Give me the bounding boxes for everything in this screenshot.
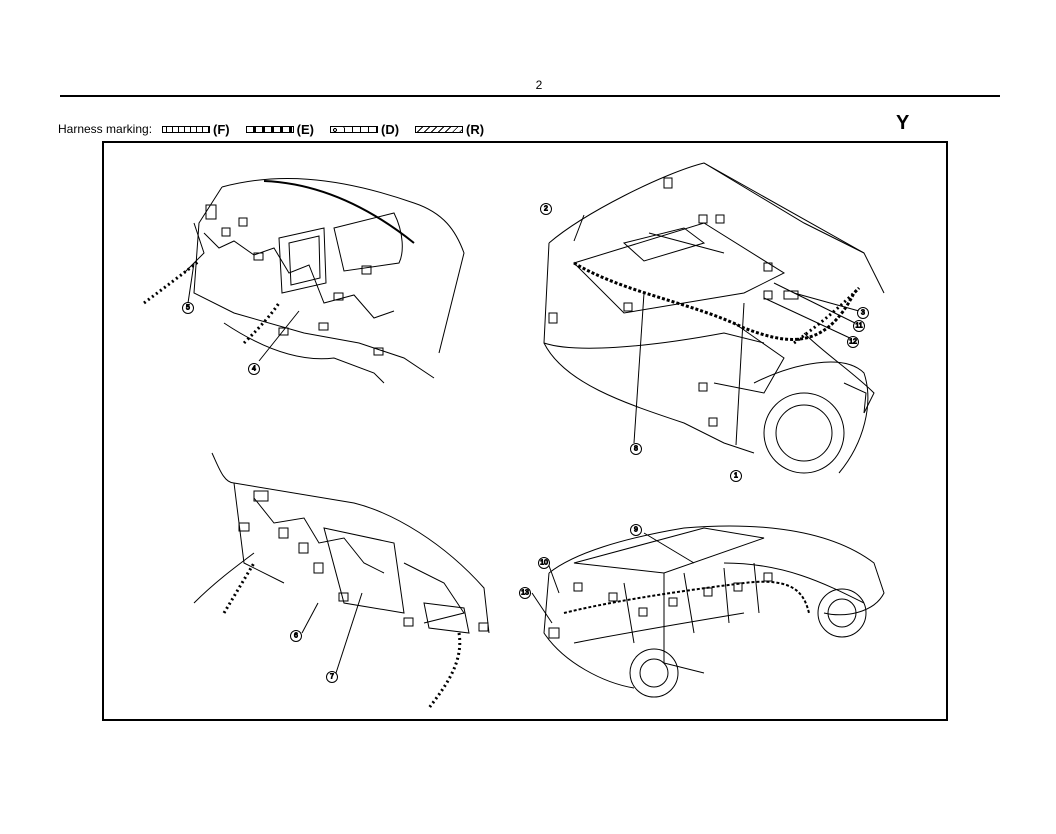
callout-6: 6	[290, 630, 302, 642]
svg-text:7: 7	[330, 674, 334, 681]
legend-swatch-r	[415, 125, 464, 133]
callout-12: 12	[847, 336, 859, 348]
callout-7: 7	[326, 671, 338, 683]
svg-text:9: 9	[634, 527, 638, 534]
rear-body-view	[543, 162, 885, 474]
legend-swatch-e	[245, 125, 294, 133]
sheet-letter: Y	[896, 112, 910, 134]
vehicle-overview-view	[531, 525, 885, 698]
legend-title: Harness marking:	[58, 122, 153, 136]
lower-panel-view	[193, 452, 490, 709]
legend-swatch-d	[329, 125, 378, 133]
callout-4: 4	[248, 363, 260, 375]
callout-13: 13	[519, 587, 531, 599]
svg-text:11: 11	[855, 323, 862, 330]
svg-text:2: 2	[544, 206, 548, 213]
svg-text:13: 13	[521, 590, 529, 597]
svg-text:3: 3	[861, 310, 865, 317]
svg-text:8: 8	[634, 446, 638, 453]
legend-code-e: (E)	[296, 121, 314, 137]
legend-code-d: (D)	[380, 121, 400, 137]
harness-marking-legend: Harness marking: (F) (E) (D) (R)	[58, 120, 494, 138]
harness-diagram-frame: 1 2 3 4 5 6 7 8 9 10 11	[102, 141, 948, 721]
callout-5: 5	[182, 302, 194, 314]
page-number: 2	[535, 78, 543, 92]
svg-text:6: 6	[294, 633, 298, 640]
callout-2: 2	[540, 203, 552, 215]
harness-diagram-svg: 1 2 3 4 5 6 7 8 9 10 11	[143, 162, 885, 709]
legend-code-r: (R)	[466, 121, 485, 137]
svg-text:1: 1	[734, 473, 738, 480]
callout-8: 8	[630, 443, 642, 455]
header-rule	[60, 95, 1000, 97]
svg-text:12: 12	[849, 339, 857, 346]
instrument-panel-view	[143, 178, 465, 384]
svg-text:5: 5	[186, 305, 190, 312]
legend-swatch-f	[162, 125, 211, 133]
legend-code-f: (F)	[213, 121, 230, 137]
svg-text:10: 10	[540, 560, 548, 567]
callout-3: 3	[857, 307, 869, 319]
callout-9: 9	[630, 524, 642, 536]
callout-10: 10	[538, 557, 550, 569]
callout-11: 11	[853, 320, 865, 332]
callout-1: 1	[730, 470, 742, 482]
svg-text:4: 4	[252, 366, 256, 373]
